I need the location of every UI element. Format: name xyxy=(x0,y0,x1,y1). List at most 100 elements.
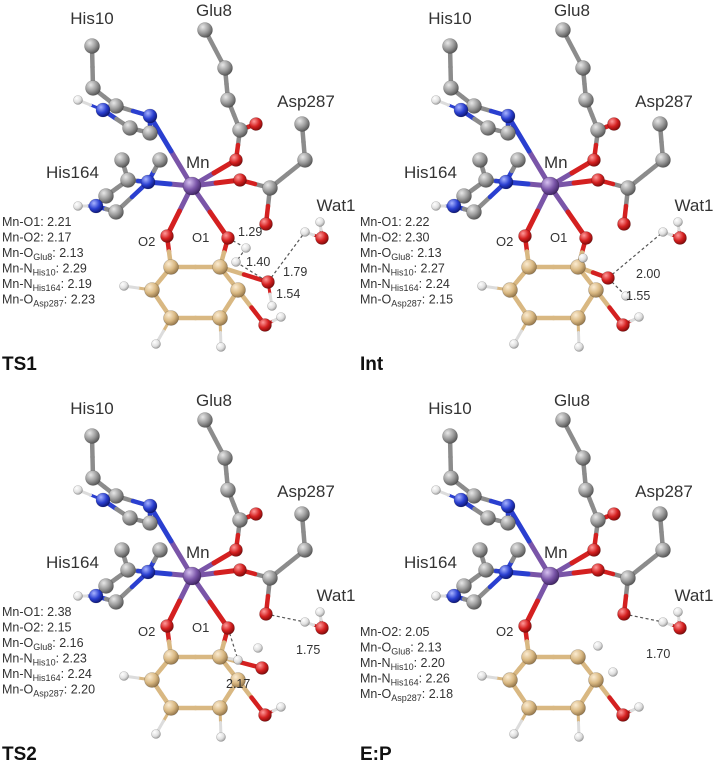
hydrogen-atom xyxy=(231,257,241,267)
hydrogen-atom xyxy=(73,201,83,211)
carbon-atom xyxy=(84,38,100,54)
hydrogen-atom xyxy=(673,607,683,617)
ring-carbon-atom xyxy=(144,672,160,688)
hydrogen-atom xyxy=(276,702,286,712)
ring-carbon-atom xyxy=(521,259,537,275)
carbon-atom xyxy=(478,172,494,188)
hydrogen-atom xyxy=(593,641,603,651)
oxygen-atom xyxy=(616,708,630,722)
nitrogen-atom xyxy=(140,174,156,190)
geometry-subscript: Glu8 xyxy=(33,252,52,262)
ring-carbon-atom xyxy=(588,672,604,688)
carbon-atom xyxy=(620,180,636,196)
geometry-atom: Mn-O2 xyxy=(360,625,398,639)
manganese-atom xyxy=(540,566,560,586)
ring-carbon-atom xyxy=(230,282,246,298)
carbon-atom xyxy=(480,510,496,526)
metal-label: Mn xyxy=(186,543,210,562)
geometry-subscript: His10 xyxy=(33,658,56,668)
oxygen-atom xyxy=(160,229,174,243)
geometry-value: : 2.24 xyxy=(419,277,450,291)
carbon-atom xyxy=(478,562,494,578)
geometry-row: Mn-NHis10: 2.29 xyxy=(2,262,87,278)
oxygen-atom xyxy=(591,563,605,577)
carbon-atom xyxy=(500,515,516,531)
geometry-row: Mn-NHis164: 2.24 xyxy=(360,277,450,293)
geometry-atom: Mn-O xyxy=(360,687,392,701)
geometry-subscript: His164 xyxy=(33,283,61,293)
nitrogen-atom xyxy=(446,588,462,604)
carbon-atom xyxy=(575,60,591,76)
geometry-value: : 2.26 xyxy=(419,672,450,686)
geometry-value: : 2.15 xyxy=(422,293,453,307)
nitrogen-atom xyxy=(142,498,158,514)
geometry-row: Mn-O2: 2.15 xyxy=(2,621,72,635)
manganese-atom xyxy=(540,176,560,196)
oxygen-atom xyxy=(258,708,272,722)
carbon-atom xyxy=(220,482,236,498)
residue-label-glu8: Glu8 xyxy=(196,1,232,20)
carbon-atom xyxy=(578,92,594,108)
geometry-row: Mn-OAsp287: 2.23 xyxy=(2,293,95,309)
ring-carbon-atom xyxy=(163,649,179,665)
residue-label-wat1: Wat1 xyxy=(674,586,713,605)
nitrogen-atom xyxy=(453,102,469,118)
geometry-value: : 2.20 xyxy=(414,656,445,670)
oxygen-atom xyxy=(255,661,269,675)
hydrogen-atom xyxy=(119,671,129,681)
nitrogen-atom xyxy=(498,564,514,580)
carbon-atom xyxy=(232,512,248,528)
carbon-atom xyxy=(120,562,136,578)
oxygen-atom xyxy=(229,543,243,557)
hydrogen-atom xyxy=(477,671,487,681)
ring-carbon-atom xyxy=(163,259,179,275)
geometry-atom: Mn-O xyxy=(2,293,34,307)
residue-label-his10: His10 xyxy=(428,9,471,28)
hydrogen-atom xyxy=(608,667,618,677)
ring-carbon-atom xyxy=(230,672,246,688)
carbon-atom xyxy=(652,116,668,132)
carbon-atom xyxy=(217,450,233,466)
nitrogen-atom xyxy=(498,174,514,190)
carbon-atom xyxy=(122,120,138,136)
metal-label: Mn xyxy=(544,543,568,562)
geometry-row: Mn-NHis164: 2.19 xyxy=(2,277,92,293)
residue-label-wat1: Wat1 xyxy=(316,586,355,605)
carbon-atom xyxy=(555,22,571,38)
geometry-atom: Mn-O1 xyxy=(2,215,40,229)
oxygen-atom xyxy=(233,173,247,187)
hydrogen-atom xyxy=(431,485,441,495)
carbon-atom xyxy=(443,80,459,96)
geometry-value: : 2.13 xyxy=(410,246,441,260)
hydrogen-atom xyxy=(267,301,277,311)
hydrogen-atom xyxy=(216,732,226,742)
geometry-value: : 2.20 xyxy=(64,683,95,697)
residue-label-his10: His10 xyxy=(70,9,113,28)
geometry-value: : 2.38 xyxy=(40,605,71,619)
carbon-atom xyxy=(142,125,158,141)
oxygen-atom xyxy=(617,607,631,621)
geometry-value: : 2.22 xyxy=(398,215,429,229)
hydrogen-atom xyxy=(431,591,441,601)
geometry-atom: Mn-O xyxy=(2,683,34,697)
oxygen-atom xyxy=(616,318,630,332)
residue-label-wat1: Wat1 xyxy=(674,196,713,215)
panel-title: E:P xyxy=(360,744,392,765)
carbon-atom xyxy=(297,542,313,558)
ring-carbon-atom xyxy=(588,282,604,298)
ring-carbon-atom xyxy=(212,700,228,716)
ring-carbon-atom xyxy=(144,282,160,298)
hydrogen-atom xyxy=(300,227,310,237)
hydrogen-bond xyxy=(235,261,269,283)
oxygen-atom xyxy=(601,271,615,285)
oxygen-atom xyxy=(587,153,601,167)
distance-label: 1.40 xyxy=(246,255,270,269)
nitrogen-atom xyxy=(88,588,104,604)
hydrogen-bond xyxy=(623,613,664,623)
geometry-atom: Mn-O xyxy=(360,293,392,307)
carbon-atom xyxy=(142,515,158,531)
distance-label: 1.29 xyxy=(238,225,262,239)
nitrogen-atom xyxy=(88,198,104,214)
